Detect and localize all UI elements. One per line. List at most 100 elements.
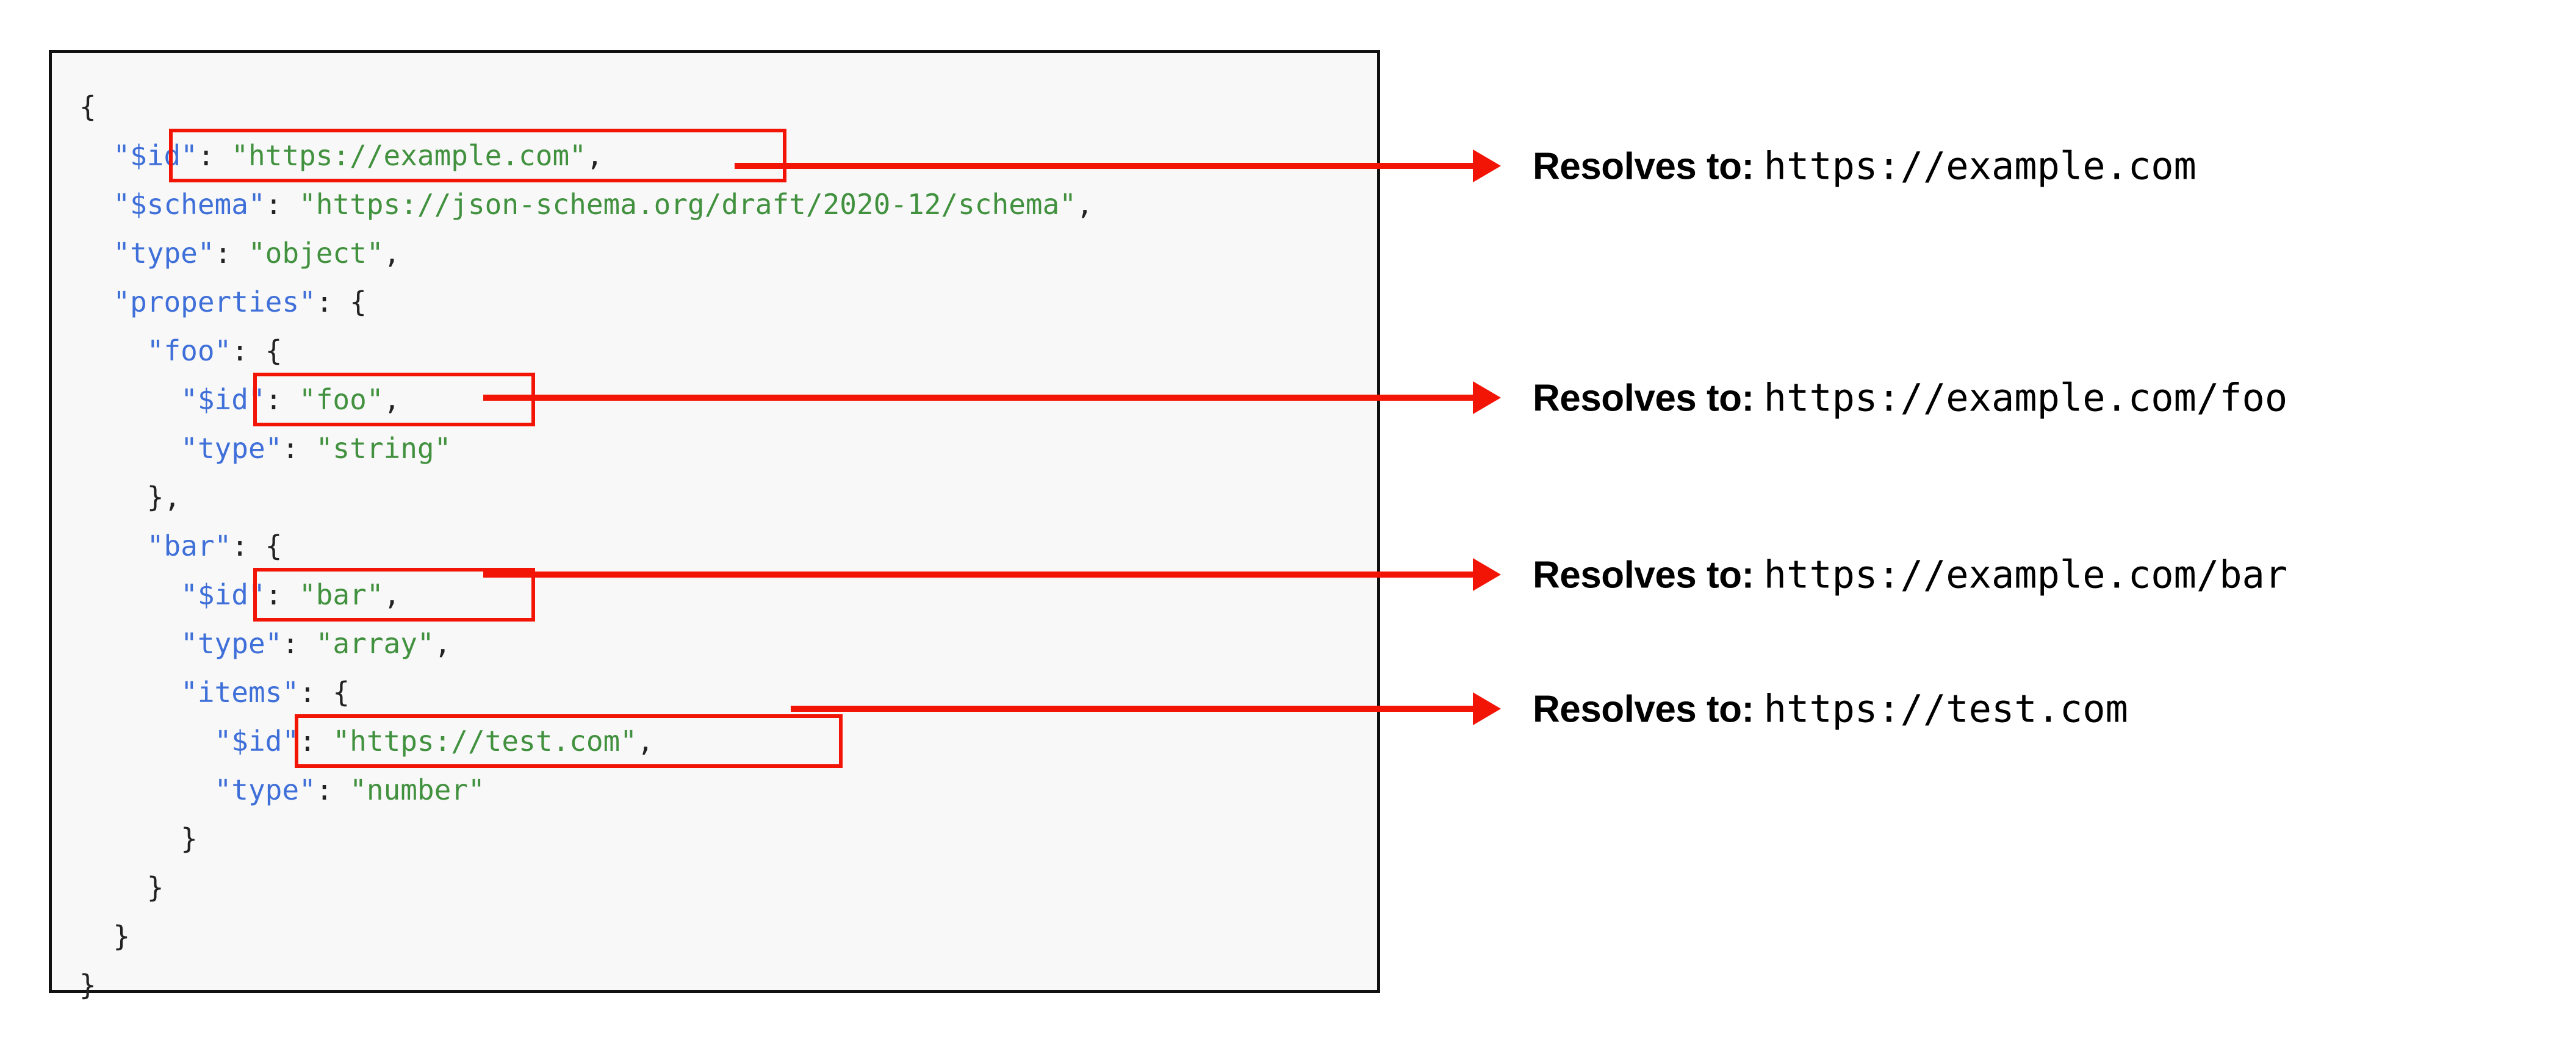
code-token-punct: , — [434, 627, 452, 660]
code-token-str: "string" — [315, 432, 452, 465]
code-token-key: "type" — [181, 627, 282, 660]
code-indent — [79, 529, 147, 562]
code-token-key: "$schema" — [113, 188, 265, 221]
code-line: "foo": { — [79, 326, 1093, 375]
code-token-key: "$id" — [181, 578, 265, 611]
code-token-str: "object" — [248, 237, 384, 270]
code-token-punct: : { — [299, 676, 350, 709]
code-line: "type": "array", — [79, 619, 1093, 668]
annotation-resolves-bar: Resolves to:https://example.com/bar — [1533, 553, 2287, 597]
code-token-punct: , — [383, 383, 401, 416]
code-token-punct: : — [265, 383, 300, 416]
code-indent — [79, 285, 113, 318]
code-indent — [79, 676, 181, 709]
code-token-punct: : — [282, 432, 316, 465]
code-line: { — [79, 82, 1093, 131]
code-token-str: "number" — [350, 773, 485, 806]
code-token-punct: { — [79, 90, 96, 123]
annotation-resolved-url: https://example.com/foo — [1763, 375, 2288, 420]
annotation-lead-label: Resolves to: — [1533, 688, 1754, 731]
code-token-str: "https://test.com" — [333, 725, 637, 758]
code-line: } — [79, 814, 1093, 863]
annotation-lead-label: Resolves to: — [1533, 377, 1754, 420]
arrow-head-icon — [1473, 381, 1501, 414]
code-indent — [79, 432, 181, 465]
code-line: "$id": "foo", — [79, 375, 1093, 424]
code-token-punct: } — [146, 871, 164, 904]
code-line: } — [79, 961, 1093, 1009]
code-token-key: "type" — [214, 773, 316, 806]
annotation-lead-label: Resolves to: — [1533, 145, 1754, 188]
code-line: }, — [79, 473, 1093, 522]
annotation-resolves-foo: Resolves to:https://example.com/foo — [1533, 376, 2287, 420]
code-line: "type": "number" — [79, 765, 1093, 814]
code-indent — [79, 188, 113, 221]
annotation-resolved-url: https://test.com — [1763, 686, 2128, 731]
code-line: "$id": "https://test.com", — [79, 717, 1093, 765]
code-line: } — [79, 863, 1093, 912]
code-line: "$schema": "https://json-schema.org/draf… — [79, 180, 1093, 229]
code-token-punct: , — [1076, 188, 1093, 221]
code-indent — [79, 773, 215, 806]
code-token-key: "bar" — [146, 529, 232, 562]
code-indent — [79, 920, 113, 953]
code-token-str: "https://example.com" — [231, 139, 586, 172]
code-line: "type": "object", — [79, 229, 1093, 278]
code-indent — [79, 334, 147, 367]
code-token-punct: , — [636, 725, 654, 758]
code-token-key: "foo" — [146, 334, 232, 367]
code-token-punct: }, — [146, 481, 181, 514]
code-line: "$id": "bar", — [79, 570, 1093, 619]
code-token-key: "$id" — [214, 725, 300, 758]
code-token-str: "https://json-schema.org/draft/2020-12/s… — [299, 188, 1076, 221]
annotation-lead-label: Resolves to: — [1533, 554, 1754, 597]
code-token-punct: : — [282, 627, 316, 660]
code-token-str: "bar" — [299, 578, 384, 611]
code-token-key: "$id" — [181, 383, 265, 416]
code-token-punct: } — [113, 920, 131, 953]
code-token-key: "type" — [113, 237, 215, 270]
code-token-key: "properties" — [113, 285, 316, 318]
code-token-punct: , — [383, 578, 401, 611]
annotation-resolved-url: https://example.com/bar — [1763, 552, 2288, 597]
code-token-key: "$id" — [113, 139, 198, 172]
code-token-punct: } — [181, 822, 198, 855]
code-indent — [79, 871, 147, 904]
code-line: "items": { — [79, 668, 1093, 717]
annotation-resolves-items: Resolves to:https://test.com — [1533, 687, 2128, 731]
code-token-str: "foo" — [299, 383, 384, 416]
code-line: "type": "string" — [79, 424, 1093, 473]
arrow-head-icon — [1473, 692, 1501, 725]
annotation-resolves-root: Resolves to:https://example.com — [1533, 144, 2196, 188]
code-token-punct: : — [265, 188, 300, 221]
code-indent — [79, 578, 181, 611]
code-token-punct: , — [383, 237, 401, 270]
code-token-punct: : — [265, 578, 300, 611]
json-code-block: { "$id": "https://example.com", "$schema… — [79, 82, 1093, 1009]
code-indent — [79, 725, 215, 758]
code-token-punct: : — [299, 725, 333, 758]
code-token-punct: : { — [231, 334, 282, 367]
code-token-punct: : — [214, 237, 248, 270]
code-indent — [79, 822, 181, 855]
code-token-punct: , — [586, 139, 603, 172]
code-line: "$id": "https://example.com", — [79, 131, 1093, 180]
code-indent — [79, 237, 113, 270]
code-line: "properties": { — [79, 278, 1093, 326]
code-token-punct: : — [197, 139, 232, 172]
code-indent — [79, 383, 181, 416]
code-token-punct: : { — [231, 529, 282, 562]
annotation-resolved-url: https://example.com — [1763, 143, 2196, 188]
code-token-punct: } — [79, 969, 96, 1002]
code-indent — [79, 627, 181, 660]
code-line: "bar": { — [79, 522, 1093, 570]
code-token-punct: : { — [315, 285, 367, 318]
code-line: } — [79, 912, 1093, 961]
code-token-key: "items" — [181, 676, 300, 709]
code-token-str: "array" — [315, 627, 434, 660]
code-indent — [79, 139, 113, 172]
json-code-panel: { "$id": "https://example.com", "$schema… — [49, 50, 1380, 1002]
arrow-head-icon — [1473, 558, 1501, 591]
arrow-head-icon — [1473, 149, 1501, 182]
code-token-punct: : — [315, 773, 350, 806]
